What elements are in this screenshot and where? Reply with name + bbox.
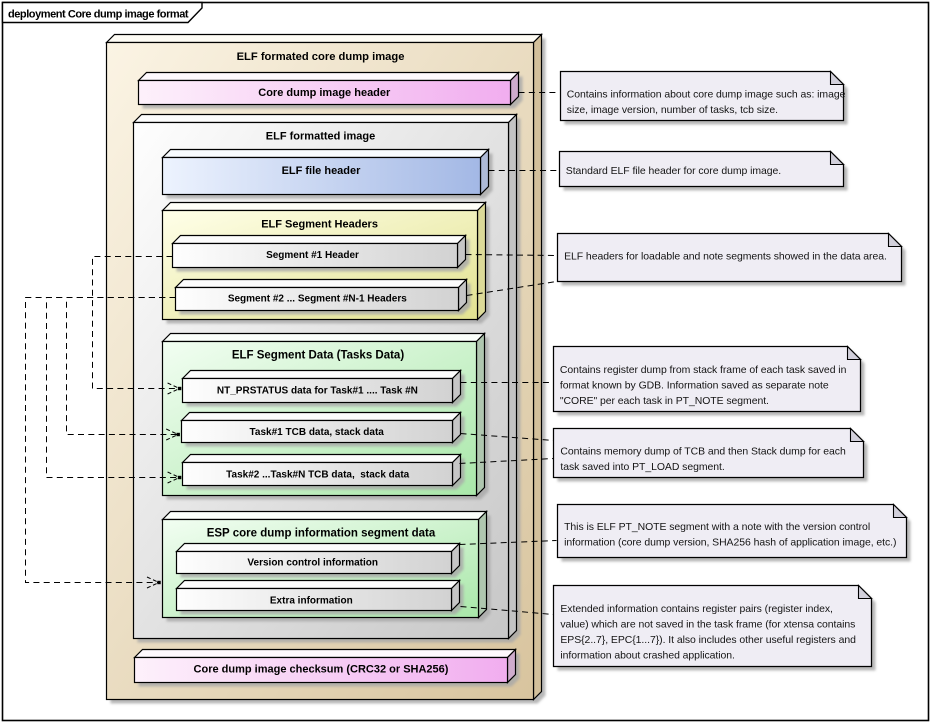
svg-text:Contains register dump from st: Contains register dump from stack frame … (560, 365, 847, 376)
svg-text:ELF Segment Data (Tasks Data): ELF Segment Data (Tasks Data) (232, 350, 405, 362)
svg-text:"CORE" per each task in PT_NOT: "CORE" per each task in PT_NOTE segment. (560, 396, 769, 407)
svg-text:size, image version, number of: size, image version, number of tasks, tc… (567, 105, 778, 116)
svg-text:Extra information: Extra information (270, 596, 353, 607)
svg-text:Core dump image header: Core dump image header (258, 87, 391, 99)
svg-text:information (core dump version: information (core dump version, SHA256 h… (564, 538, 896, 549)
svg-text:Contains memory dump of TCB an: Contains memory dump of TCB and then Sta… (560, 446, 846, 457)
svg-text:ELF Segment Headers: ELF Segment Headers (261, 219, 378, 231)
svg-text:Version control information: Version control information (247, 558, 378, 569)
svg-text:EPS{2..7}, EPC{1...7}). It als: EPS{2..7}, EPC{1...7}). It also includes… (560, 635, 856, 646)
svg-text:ELF headers for loadable and n: ELF headers for loadable and note segmen… (564, 252, 887, 263)
svg-text:Task#1 TCB data, stack data: Task#1 TCB data, stack data (250, 427, 385, 438)
svg-text:Extended information contains: Extended information contains register p… (560, 604, 833, 615)
svg-text:Core dump image checksum (CRC3: Core dump image checksum (CRC32 or SHA25… (194, 664, 449, 676)
svg-text:value) which are not saved in: value) which are not saved in the task f… (560, 619, 855, 630)
svg-text:deployment Core dump image for: deployment Core dump image format (8, 9, 189, 21)
svg-text:ELF file header: ELF file header (282, 165, 362, 177)
svg-text:This is ELF PT_NOTE segment wi: This is ELF PT_NOTE segment with a note … (564, 522, 870, 533)
svg-text:Standard ELF file header for c: Standard ELF file header for core dump i… (566, 166, 781, 177)
svg-text:Segment #2 ... Segment #N-1 He: Segment #2 ... Segment #N-1 Headers (228, 293, 407, 304)
svg-text:Contains information about cor: Contains information about core dump ima… (567, 90, 846, 101)
svg-text:Segment #1 Header: Segment #1 Header (266, 250, 359, 261)
svg-text:NT_PRSTATUS data for Task#1 ..: NT_PRSTATUS data for Task#1 .... Task #N (217, 385, 418, 396)
svg-text:ELF formated core dump image: ELF formated core dump image (237, 51, 405, 63)
svg-text:information about crashed appl: information about crashed application. (560, 650, 735, 661)
svg-text:format known by GDB. Informati: format known by GDB. Information saved a… (560, 380, 829, 391)
svg-text:ELF formatted image: ELF formatted image (266, 131, 375, 143)
svg-text:Task#2 ...Task#N TCB data, st: Task#2 ...Task#N TCB data, stack data (226, 469, 409, 480)
svg-text:ESP core dump information segm: ESP core dump information segment data (207, 528, 436, 540)
svg-text:task saved into PT_LOAD segmen: task saved into PT_LOAD segment. (560, 462, 724, 473)
